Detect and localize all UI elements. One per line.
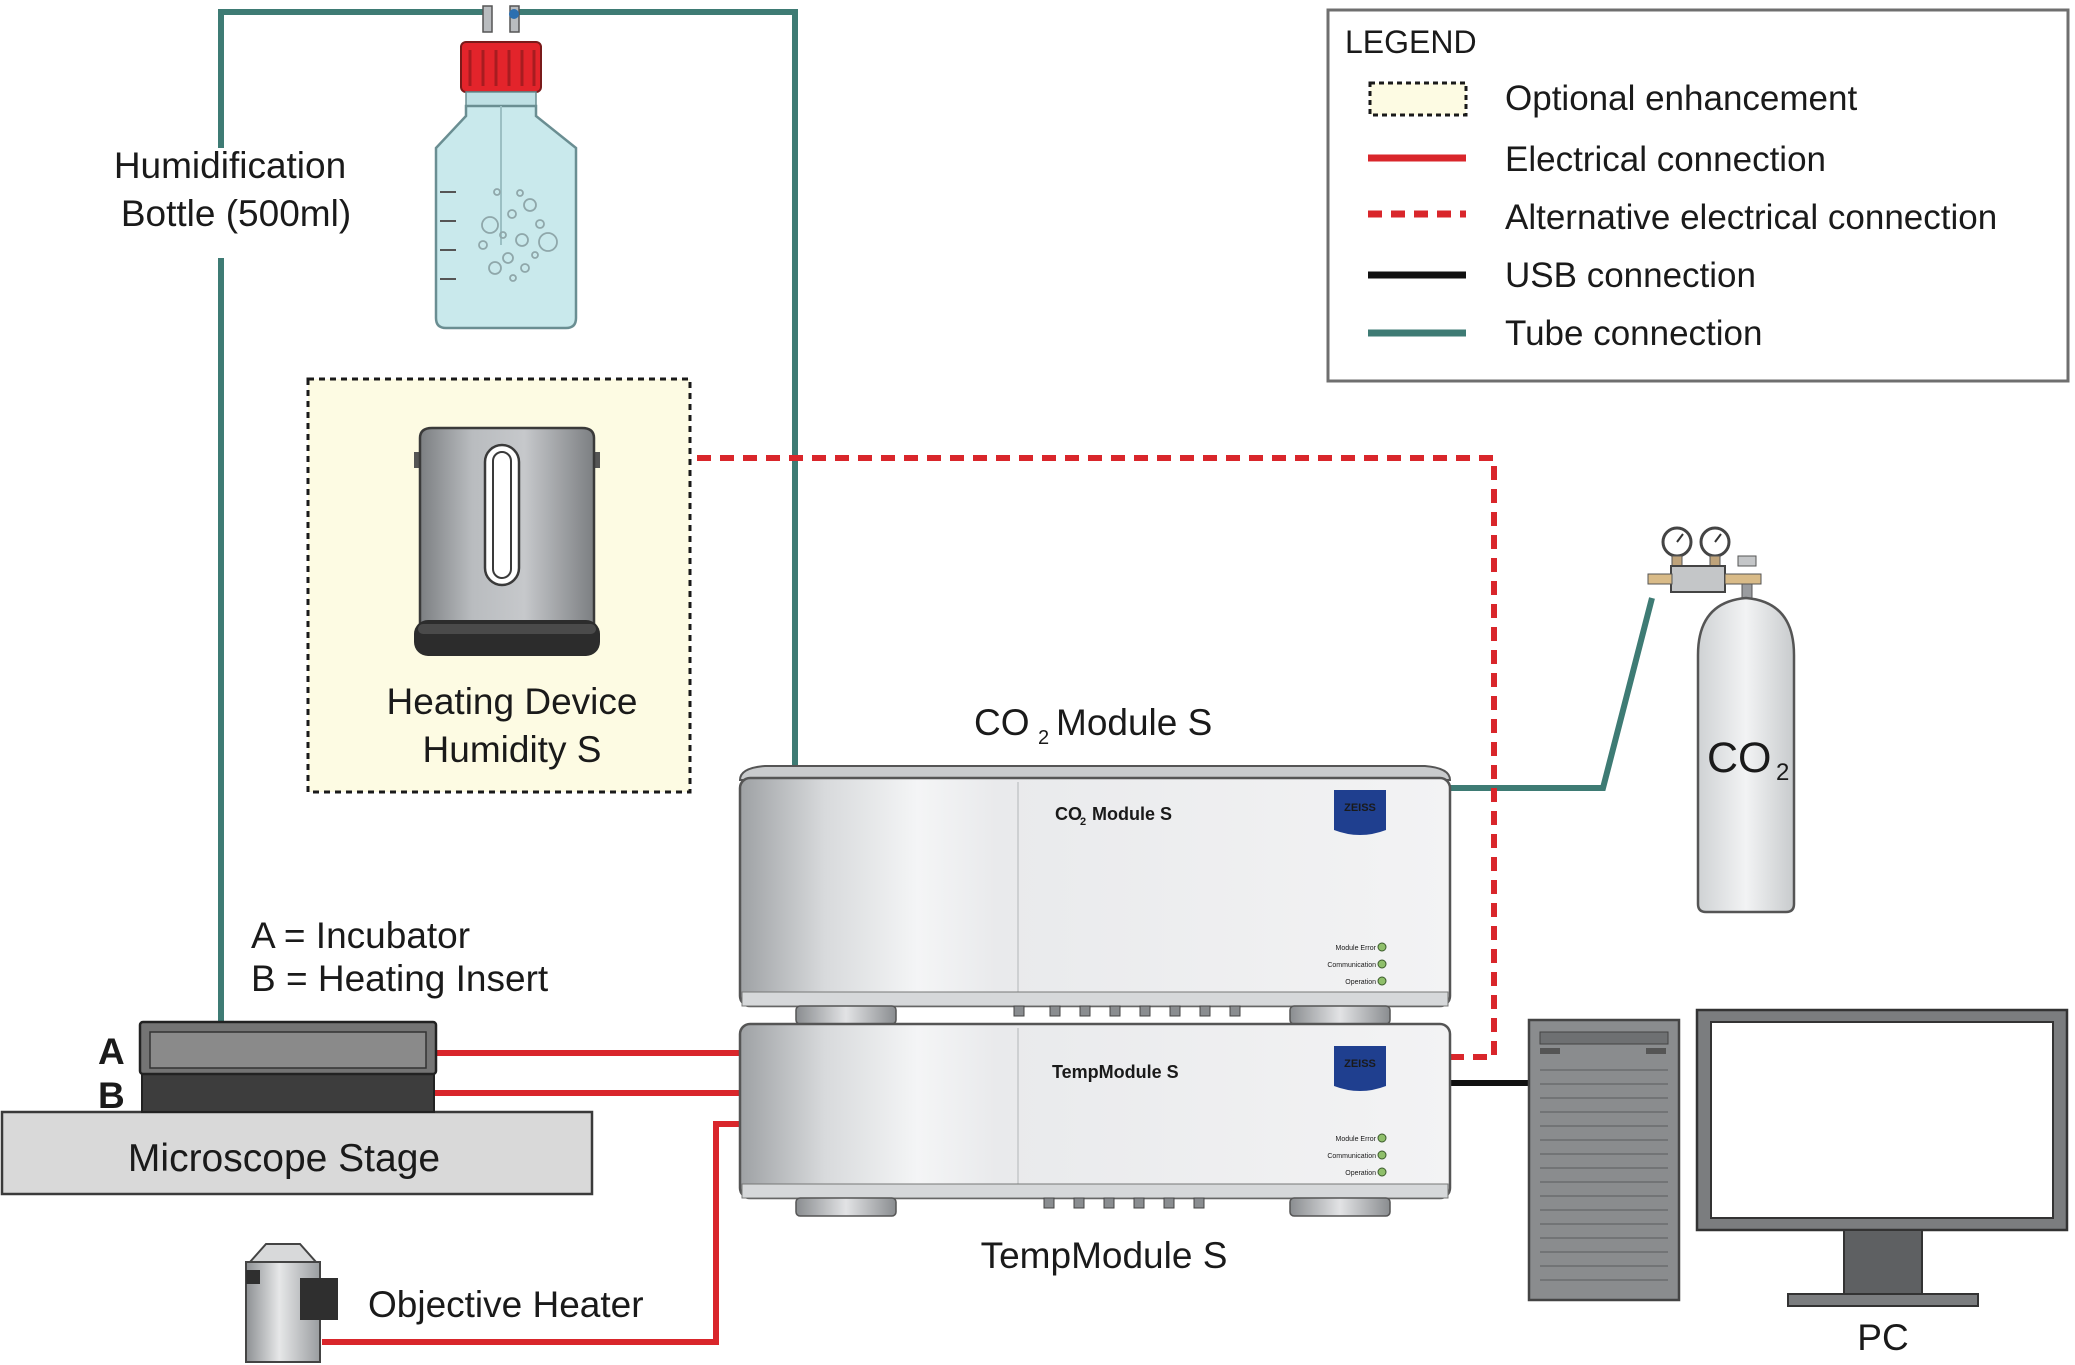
tube-co2-module-to-cylinder bbox=[1450, 597, 1655, 791]
co2-module: CO 2 Module S ZEISS Module Error Communi… bbox=[738, 765, 1452, 1025]
pc-tower bbox=[1527, 1018, 1681, 1302]
pc-tower-body bbox=[1527, 1018, 1681, 1302]
legend-swatch-optional bbox=[1368, 81, 1468, 117]
temp-led-error-icon bbox=[1377, 1133, 1387, 1143]
temp-module: TempModule S ZEISS Module Error Communic… bbox=[738, 1022, 1452, 1217]
legend-label-optional: Optional enhancement bbox=[1505, 79, 1857, 118]
heating-insert bbox=[141, 1071, 435, 1113]
monitor-screen bbox=[1710, 1021, 2054, 1219]
legend-label-alt-electrical: Alternative electrical connection bbox=[1505, 198, 1997, 237]
co2-led-label-communication: Communication bbox=[1327, 962, 1376, 969]
temp-led-operation-icon bbox=[1377, 1167, 1387, 1177]
cylinder-label-sub: 2 bbox=[1776, 759, 1789, 786]
legend-label-electrical: Electrical connection bbox=[1505, 140, 1826, 179]
heating-device-label-line1: Heating Device bbox=[387, 681, 638, 722]
cylinder-body bbox=[1696, 596, 1796, 914]
co2-panel-label-co: CO bbox=[1055, 804, 1082, 824]
bottle-cap bbox=[460, 41, 542, 93]
co2-cylinder: CO 2 bbox=[1647, 526, 1796, 914]
co2-brand: ZEISS bbox=[1344, 802, 1376, 814]
co2-zeiss-logo bbox=[1334, 790, 1386, 835]
humidification-label-line2: Bottle (500ml) bbox=[121, 193, 351, 234]
co2-panel-label-rest: Module S bbox=[1092, 804, 1172, 824]
heating-insert-key: B = Heating Insert bbox=[251, 958, 549, 999]
bubbles bbox=[478, 188, 558, 282]
legend-label-usb: USB connection bbox=[1505, 256, 1756, 295]
co2-led-error-icon bbox=[1377, 942, 1387, 952]
regulator-body bbox=[1670, 565, 1726, 593]
co2-module-title-co: CO bbox=[974, 702, 1030, 743]
temp-led-label-communication: Communication bbox=[1327, 1153, 1376, 1160]
co2-led-label-operation: Operation bbox=[1345, 979, 1376, 986]
label-b: B bbox=[98, 1075, 125, 1116]
stage-label: Microscope Stage bbox=[128, 1137, 440, 1180]
objective-heater-label: Objective Heater bbox=[368, 1284, 644, 1325]
wire-objective-heater bbox=[322, 1121, 740, 1345]
temp-led-communication-icon bbox=[1377, 1150, 1387, 1160]
legend-box bbox=[1326, 8, 2070, 383]
legend-title: LEGEND bbox=[1345, 24, 1477, 60]
objective-heater-collar bbox=[300, 1278, 338, 1320]
microscope-stage bbox=[0, 1020, 594, 1196]
incubator-key: A = Incubator bbox=[251, 915, 470, 956]
humidification-label-line1: Humidification bbox=[114, 145, 346, 186]
legend: LEGEND Optional enhancement Electrical c… bbox=[1326, 8, 2070, 383]
stage-plate bbox=[0, 1110, 594, 1196]
humidification-bottle bbox=[434, 5, 578, 330]
temp-zeiss-logo bbox=[1334, 1046, 1386, 1091]
co2-led-label-error: Module Error bbox=[1336, 945, 1377, 952]
pc-label: PC bbox=[1857, 1317, 1908, 1358]
temp-led-label-error: Module Error bbox=[1336, 1136, 1377, 1143]
co2-led-operation-icon bbox=[1377, 976, 1387, 986]
legend-label-tube: Tube connection bbox=[1505, 314, 1763, 353]
cylinder-label-co: CO bbox=[1707, 734, 1772, 782]
temp-brand: ZEISS bbox=[1344, 1058, 1376, 1070]
objective-heater bbox=[245, 1243, 338, 1363]
temp-led-label-operation: Operation bbox=[1345, 1170, 1376, 1177]
pc-monitor bbox=[1695, 1008, 2069, 1307]
co2-module-title-sub: 2 bbox=[1038, 727, 1049, 749]
heating-device bbox=[414, 426, 600, 656]
electrical-connections bbox=[322, 1050, 740, 1345]
co2-panel-label-sub: 2 bbox=[1080, 816, 1086, 828]
temp-module-title: TempModule S bbox=[981, 1235, 1228, 1276]
temp-panel-label: TempModule S bbox=[1052, 1062, 1179, 1082]
co2-module-title-rest: Module S bbox=[1056, 702, 1212, 743]
bottle-glass bbox=[434, 104, 578, 330]
tube-bottle-left bbox=[218, 9, 490, 148]
label-a: A bbox=[98, 1031, 125, 1072]
heating-device-window bbox=[483, 443, 521, 587]
heating-device-label-line2: Humidity S bbox=[423, 729, 602, 770]
co2-led-communication-icon bbox=[1377, 959, 1387, 969]
